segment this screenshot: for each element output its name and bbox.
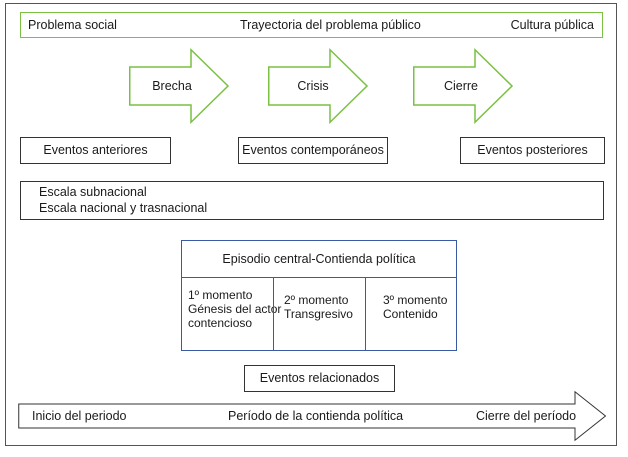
moment-3-heading: 3º momento	[383, 293, 448, 307]
scale-subnational: Escala subnacional	[39, 185, 147, 199]
phase-label-cierre: Cierre	[443, 79, 479, 93]
banner-left-label: Problema social	[28, 18, 117, 32]
moment-2-heading: 2º momento	[284, 293, 349, 307]
moment-1-line-2: Génesis del actor	[188, 302, 282, 316]
events-during-box: Eventos contemporáneos	[238, 137, 388, 164]
banner-right-label: Cultura pública	[510, 18, 594, 32]
events-before-box: Eventos anteriores	[20, 137, 171, 164]
public-problem-banner: Problema social Trayectoria del problema…	[20, 12, 603, 38]
events-after-box: Eventos posteriores	[460, 137, 605, 164]
moment-1-cell: 1º momento Génesis del actor contencioso	[182, 277, 281, 351]
period-middle-label: Período de la contienda política	[228, 409, 404, 423]
moment-3-cell: 3º momento Contenido	[365, 277, 458, 351]
related-events-box: Eventos relacionados	[244, 365, 395, 392]
central-episode-table: Episodio central-Contienda política 1º m…	[181, 240, 457, 351]
episode-title-cell: Episodio central-Contienda política	[182, 241, 456, 278]
phase-label-crisis: Crisis	[297, 79, 329, 93]
phase-arrow-cierre	[413, 47, 514, 125]
episode-title: Episodio central-Contienda política	[222, 251, 416, 266]
period-end-label: Cierre del período	[476, 409, 577, 423]
phase-label-brecha: Brecha	[152, 79, 192, 93]
period-start-label: Inicio del periodo	[32, 409, 127, 423]
phase-arrow-crisis	[268, 47, 369, 125]
events-before-label: Eventos anteriores	[43, 143, 148, 157]
events-during-label: Eventos contemporáneos	[242, 143, 384, 157]
events-after-label: Eventos posteriores	[477, 143, 588, 157]
moment-3-line-2: Contenido	[383, 307, 438, 321]
period-arrow	[18, 390, 607, 442]
moment-2-line-2: Transgresivo	[284, 307, 353, 321]
scale-box: Escala subnacional Escala nacional y tra…	[20, 181, 604, 220]
related-events-label: Eventos relacionados	[259, 371, 380, 385]
phase-arrow-brecha	[129, 47, 230, 125]
moment-2-cell: 2º momento Transgresivo	[273, 277, 366, 351]
moment-1-heading: 1º momento	[188, 288, 253, 302]
banner-center-label: Trayectoria del problema público	[240, 18, 421, 32]
moment-1-line-3: contencioso	[188, 316, 253, 330]
scale-national: Escala nacional y trasnacional	[39, 201, 208, 215]
